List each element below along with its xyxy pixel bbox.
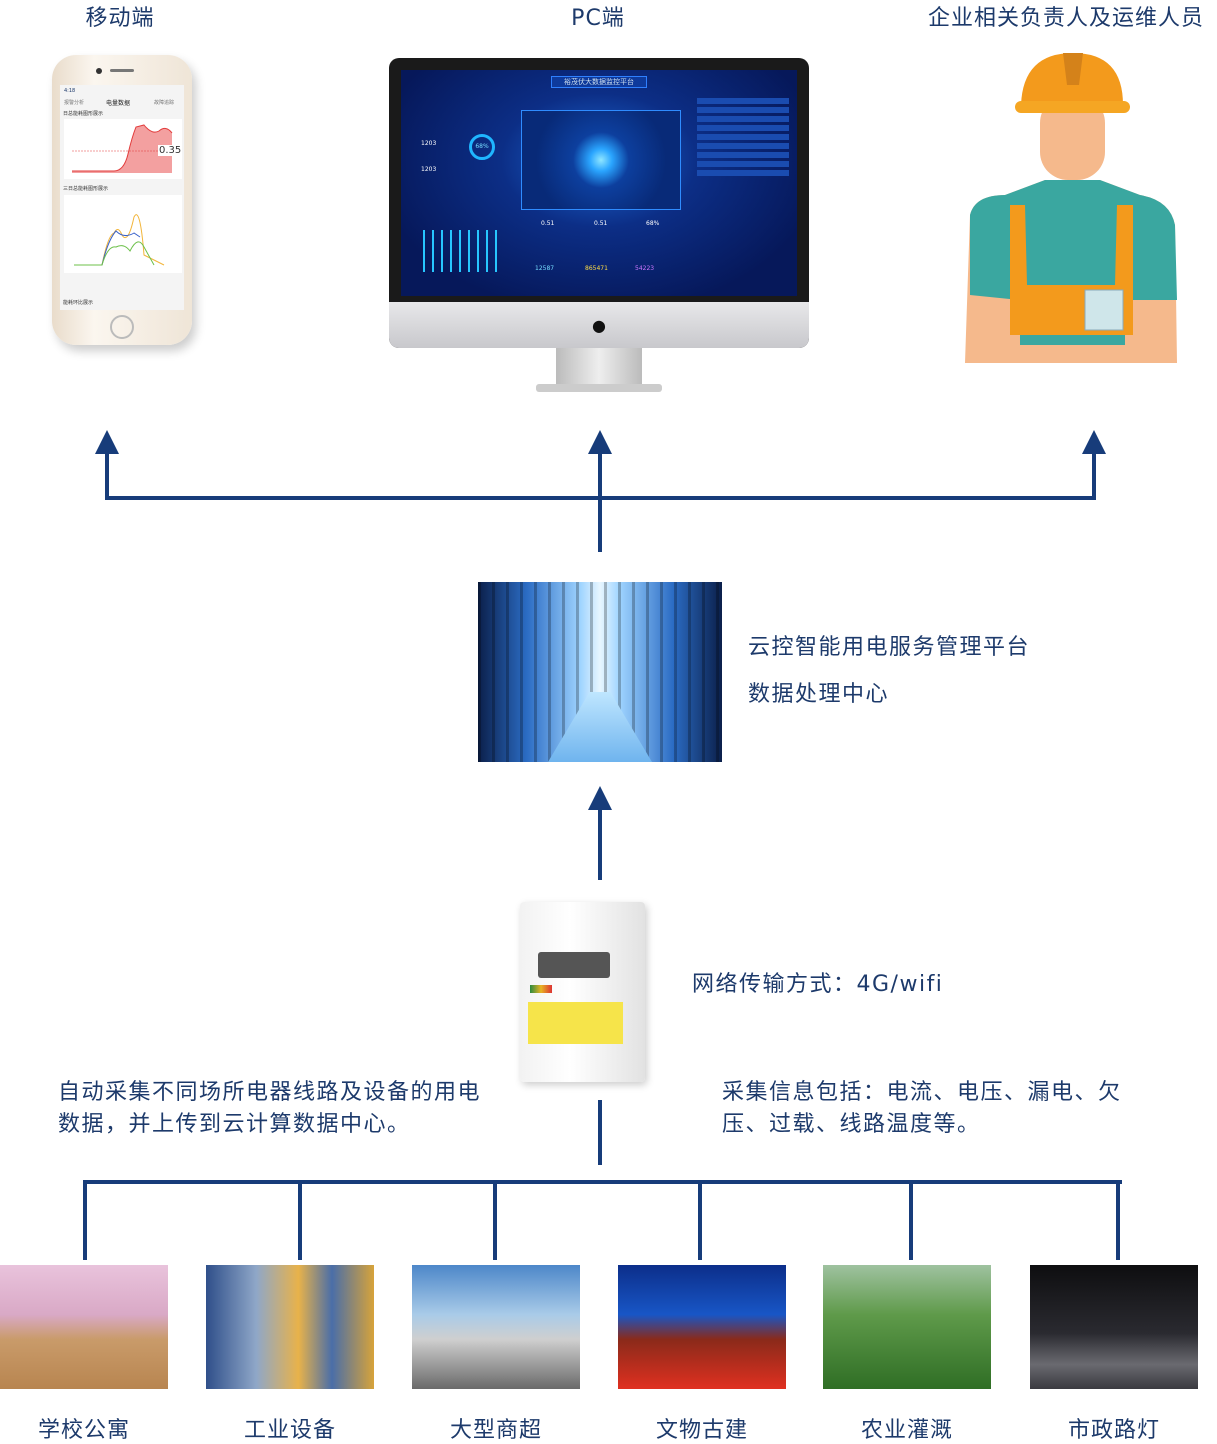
- connector-line: [83, 1180, 87, 1260]
- connector-line: [598, 450, 602, 552]
- collected-info-line2: 压、过载、线路温度等。: [722, 1112, 981, 1137]
- gauge-2: 0.51: [594, 220, 608, 227]
- apple-logo-icon: ●: [592, 316, 606, 335]
- number-3: 54223: [635, 265, 655, 272]
- three-day-energy-chart: [64, 195, 182, 273]
- number-1: 12587: [535, 265, 555, 272]
- connector-line: [1092, 450, 1096, 500]
- ring-gauge: 68%: [469, 134, 495, 160]
- fingerprint-graphic: [521, 110, 681, 210]
- scenario-label: 农业灌溉: [860, 1418, 954, 1443]
- smart-breaker-image: [500, 897, 665, 1087]
- connector-line: [493, 1180, 497, 1260]
- connector-line: [598, 1100, 602, 1165]
- number-2: 865471: [585, 265, 608, 272]
- gauge-1: 0.51: [541, 220, 555, 227]
- reference-line-value: 0.35: [158, 145, 183, 156]
- label-mobile: 移动端: [85, 6, 155, 31]
- label-staff: 企业相关负责人及运维人员: [927, 6, 1205, 31]
- data-center-image: [478, 582, 722, 762]
- mobile-tab-left: 报警分析: [64, 100, 85, 106]
- industrial-equipment-image: [206, 1265, 374, 1389]
- connector-line: [1116, 1180, 1120, 1260]
- platform-name: 云控智能用电服务管理平台: [748, 635, 1031, 660]
- ancient-building-image: [618, 1265, 786, 1389]
- connector-line: [105, 496, 1096, 500]
- connector-line: [598, 806, 602, 880]
- street-lights-image: [1030, 1265, 1198, 1389]
- scenario-label: 文物古建: [655, 1418, 749, 1443]
- connector-line: [83, 1180, 1122, 1184]
- monitor-base: [536, 384, 662, 392]
- platform-subtitle: 数据处理中心: [748, 682, 890, 707]
- chart3-title: 能耗环比展示: [63, 300, 94, 306]
- gauge-3: 68%: [646, 220, 660, 227]
- scenario-label: 市政路灯: [1067, 1418, 1161, 1443]
- bar-chart-graphic: [423, 230, 503, 272]
- pc-dashboard-screen: 裕茂伏大数据监控平台 68% 1203 1203 0.51 0.51 68% 1…: [401, 70, 797, 296]
- chart1-title: 日总能耗图形展示: [63, 111, 104, 117]
- school-dorm-image: [0, 1265, 168, 1389]
- connector-line: [298, 1180, 302, 1260]
- monitor-stand: [556, 348, 642, 386]
- connector-line: [105, 450, 109, 500]
- alert-list-graphic: [697, 98, 789, 178]
- dashboard-title: 裕茂伏大数据监控平台: [551, 76, 647, 88]
- shopping-mall-image: [412, 1265, 580, 1389]
- collection-description-line2: 数据，并上传到云计算数据中心。: [58, 1112, 411, 1137]
- mobile-phone-image: 4:18 报警分析 电量数据 故障追踪 日总能耗图形展示 0.35 三日总能耗图…: [52, 55, 192, 345]
- home-button: [110, 315, 134, 339]
- agricultural-irrigation-image: [823, 1265, 991, 1389]
- connector-line: [909, 1180, 913, 1260]
- scenario-label: 工业设备: [243, 1418, 337, 1443]
- mobile-time: 4:18: [64, 88, 76, 94]
- stat-2: 1203: [421, 166, 437, 173]
- mobile-title: 电量数据: [106, 100, 131, 107]
- mobile-tab-right: 故障追踪: [154, 100, 175, 106]
- scenario-label: 学校公寓: [37, 1418, 131, 1443]
- connector-line: [698, 1180, 702, 1260]
- worker-illustration: [965, 53, 1177, 363]
- transmission-method: 网络传输方式：4G/wifi: [692, 972, 944, 997]
- chart2-title: 三日总能耗图形展示: [63, 186, 109, 192]
- stat-1: 1203: [421, 140, 437, 147]
- mobile-screen: 4:18 报警分析 电量数据 故障追踪 日总能耗图形展示 0.35 三日总能耗图…: [60, 85, 184, 310]
- scenario-label: 大型商超: [449, 1418, 543, 1443]
- collection-description-line1: 自动采集不同场所电器线路及设备的用电: [58, 1080, 482, 1105]
- pc-monitor-image: 裕茂伏大数据监控平台 68% 1203 1203 0.51 0.51 68% 1…: [389, 58, 809, 348]
- collected-info-line1: 采集信息包括：电流、电压、漏电、欠: [722, 1080, 1122, 1105]
- label-pc: PC端: [571, 6, 625, 31]
